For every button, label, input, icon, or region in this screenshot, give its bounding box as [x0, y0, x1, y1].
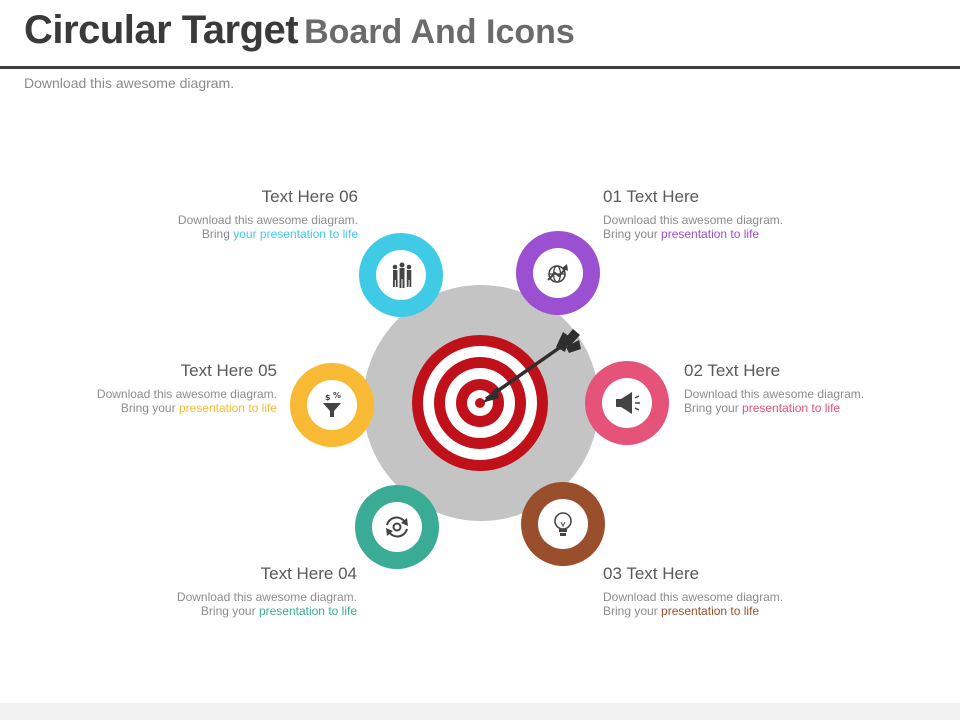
description-line: Download this awesome diagram. [96, 387, 277, 401]
label-description: Download this awesome diagram. Bring you… [107, 590, 357, 618]
arrow-icon [482, 329, 581, 403]
lightbulb-icon [554, 512, 572, 536]
title-sub: Board And Icons [304, 13, 575, 51]
label-title: Text Here 04 [260, 564, 357, 583]
description-accent: presentation to life [661, 227, 760, 241]
description-line: Download this awesome diagram. [603, 213, 784, 227]
label-description: Download this awesome diagram. Bring you… [603, 213, 853, 241]
refresh-gear-icon [386, 516, 408, 538]
description-line: Download this awesome diagram. [603, 590, 784, 604]
megaphone-icon [616, 392, 640, 414]
label-description: Download this awesome diagram. Bring you… [603, 590, 853, 618]
description-plain: Bring your [684, 401, 743, 415]
globe-chart-icon [547, 264, 568, 283]
svg-text:%: % [333, 391, 341, 400]
label-04: Text Here 04 Download this awesome diagr… [107, 564, 357, 618]
label-05: Text Here 05 Download this awesome diagr… [27, 361, 277, 415]
label-description: Download this awesome diagram. Bring you… [108, 213, 358, 241]
description-plain: Bring your [120, 401, 179, 415]
label-title: 02 Text Here [684, 361, 781, 380]
ring-05: $ % [290, 363, 374, 447]
ring-01 [516, 231, 600, 315]
target-board [412, 335, 548, 471]
ring-02 [585, 361, 669, 445]
description-accent: presentation to life [178, 401, 277, 415]
label-03: 03 Text Here Download this awesome diagr… [603, 564, 853, 618]
team-icon [392, 262, 412, 288]
svg-text:$: $ [325, 393, 331, 402]
label-title: Text Here 05 [180, 361, 277, 380]
ring-06 [359, 233, 443, 317]
page-subtitle: Download this awesome diagram. [24, 75, 235, 91]
ring-03 [521, 482, 605, 566]
footer-band [0, 703, 960, 720]
ring-04 [355, 485, 439, 569]
title-main: Circular Target [24, 8, 299, 52]
label-06: Text Here 06 Download this awesome diagr… [108, 187, 358, 241]
description-line: Download this awesome diagram. [684, 387, 865, 401]
money-funnel-icon: $ % [323, 391, 341, 417]
label-description: Download this awesome diagram. Bring you… [684, 387, 934, 415]
label-description: Download this awesome diagram. Bring you… [27, 387, 277, 415]
description-accent: presentation to life [661, 604, 760, 618]
description-plain: Bring your [200, 604, 259, 618]
label-title: Text Here 06 [261, 187, 358, 206]
label-title: 03 Text Here [603, 564, 700, 583]
label-title: 01 Text Here [603, 187, 700, 206]
description-plain: Bring [201, 227, 234, 241]
description-accent: your presentation to life [233, 227, 358, 241]
title-divider [0, 66, 960, 69]
label-01: 01 Text Here Download this awesome diagr… [603, 187, 853, 241]
description-accent: presentation to life [742, 401, 841, 415]
label-02: 02 Text Here Download this awesome diagr… [684, 361, 934, 415]
description-plain: Bring your [603, 227, 662, 241]
description-accent: presentation to life [258, 604, 357, 618]
description-line: Download this awesome diagram. [176, 590, 357, 604]
description-line: Download this awesome diagram. [177, 213, 358, 227]
description-plain: Bring your [603, 604, 662, 618]
